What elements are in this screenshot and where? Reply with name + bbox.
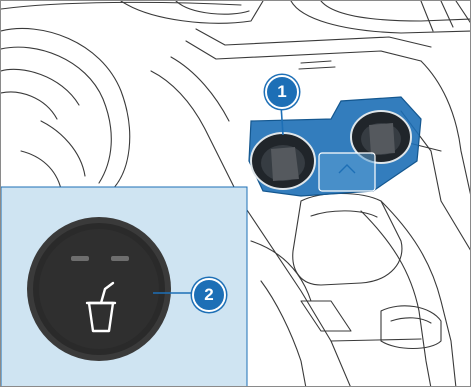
indicator-light-right xyxy=(111,256,129,261)
steering-wheel xyxy=(1,29,130,192)
callout-badge-1: 1 xyxy=(265,75,299,109)
callout-badge-2: 2 xyxy=(192,278,226,312)
control-pad xyxy=(301,301,351,331)
rear-button xyxy=(381,306,441,349)
drink-button xyxy=(27,217,171,361)
indicator-light-left xyxy=(71,256,89,261)
dashboard-edge xyxy=(1,2,241,9)
button-highlight xyxy=(319,153,375,191)
slot xyxy=(299,61,335,69)
cup-holder xyxy=(249,97,421,196)
